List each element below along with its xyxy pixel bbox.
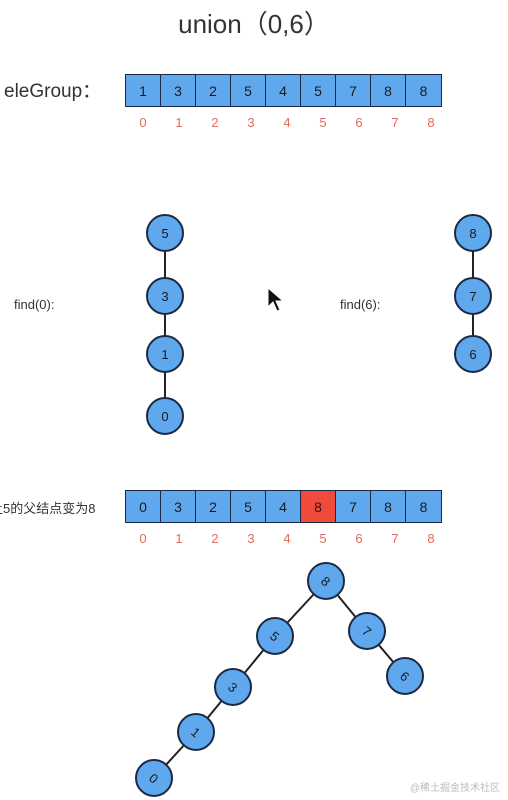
array-index: 7 bbox=[391, 115, 399, 130]
array-cell: 5 bbox=[301, 75, 336, 106]
tree-node-label: 7 bbox=[469, 289, 476, 304]
tree-node bbox=[348, 612, 386, 650]
tree-node bbox=[454, 214, 492, 252]
array-index: 5 bbox=[319, 531, 327, 546]
tree-node bbox=[454, 335, 492, 373]
watermark: @稀土掘金技术社区 bbox=[409, 783, 500, 794]
tree-node bbox=[256, 617, 294, 655]
array-cell: 0 bbox=[126, 491, 161, 522]
tree-node bbox=[146, 335, 184, 373]
elegroup-label: eleGroup： bbox=[4, 81, 102, 102]
tree-node bbox=[386, 657, 424, 695]
array-cell: 8 bbox=[301, 491, 336, 522]
find-6-label: find(6): bbox=[340, 297, 381, 312]
array-cell: 8 bbox=[406, 491, 441, 522]
array-index: 4 bbox=[283, 531, 291, 546]
array-index: 5 bbox=[319, 115, 327, 130]
array-cell: 5 bbox=[231, 491, 266, 522]
array-cell: 8 bbox=[371, 75, 406, 106]
array-index: 6 bbox=[355, 531, 363, 546]
array-index: 7 bbox=[391, 531, 399, 546]
tree-node-label: 3 bbox=[161, 289, 168, 304]
step-label: 让5的父结点变为8 bbox=[0, 501, 96, 516]
array-cell: 3 bbox=[161, 75, 196, 106]
array-index: 3 bbox=[247, 531, 255, 546]
tree-node-label: 5 bbox=[161, 226, 168, 241]
array-index: 2 bbox=[211, 115, 219, 130]
tree-node bbox=[307, 562, 345, 600]
tree-node-label: 6 bbox=[469, 347, 476, 362]
array-index: 8 bbox=[427, 115, 435, 130]
tree-node bbox=[454, 277, 492, 315]
cursor-icon bbox=[267, 286, 285, 312]
tree-node-label: 8 bbox=[469, 226, 476, 241]
array-cell: 2 bbox=[196, 491, 231, 522]
tree-node-label: 1 bbox=[161, 347, 168, 362]
array-index: 1 bbox=[175, 531, 183, 546]
tree-node bbox=[177, 713, 215, 751]
array-before-indices: 0 1 2 3 4 5 6 7 8 bbox=[125, 115, 449, 130]
tree-node bbox=[146, 214, 184, 252]
tree-node bbox=[214, 668, 252, 706]
array-cell: 8 bbox=[406, 75, 441, 106]
array-index: 3 bbox=[247, 115, 255, 130]
tree-node bbox=[146, 397, 184, 435]
array-index: 0 bbox=[139, 531, 147, 546]
array-index: 6 bbox=[355, 115, 363, 130]
array-index: 2 bbox=[211, 531, 219, 546]
array-cell: 1 bbox=[126, 75, 161, 106]
array-cell: 8 bbox=[371, 491, 406, 522]
array-index: 8 bbox=[427, 531, 435, 546]
find-0-chain: 5 3 1 0 bbox=[146, 214, 184, 435]
array-cell: 7 bbox=[336, 491, 371, 522]
merged-tree: 8 5 3 1 0 7 6 bbox=[135, 562, 424, 797]
tree-node bbox=[146, 277, 184, 315]
array-cell: 5 bbox=[231, 75, 266, 106]
page-title: union（0,6） bbox=[178, 9, 330, 39]
array-index: 1 bbox=[175, 115, 183, 130]
array-cell: 4 bbox=[266, 75, 301, 106]
array-cell: 4 bbox=[266, 491, 301, 522]
array-cell: 2 bbox=[196, 75, 231, 106]
find-0-label: find(0): bbox=[14, 297, 55, 312]
array-index: 4 bbox=[283, 115, 291, 130]
array-after-indices: 0 1 2 3 4 5 6 7 8 bbox=[125, 531, 449, 546]
array-index: 0 bbox=[139, 115, 147, 130]
array-cell: 3 bbox=[161, 491, 196, 522]
tree-node-label: 0 bbox=[161, 409, 168, 424]
find-6-chain: 8 7 6 bbox=[454, 214, 492, 373]
array-cell: 7 bbox=[336, 75, 371, 106]
tree-node bbox=[135, 759, 173, 797]
